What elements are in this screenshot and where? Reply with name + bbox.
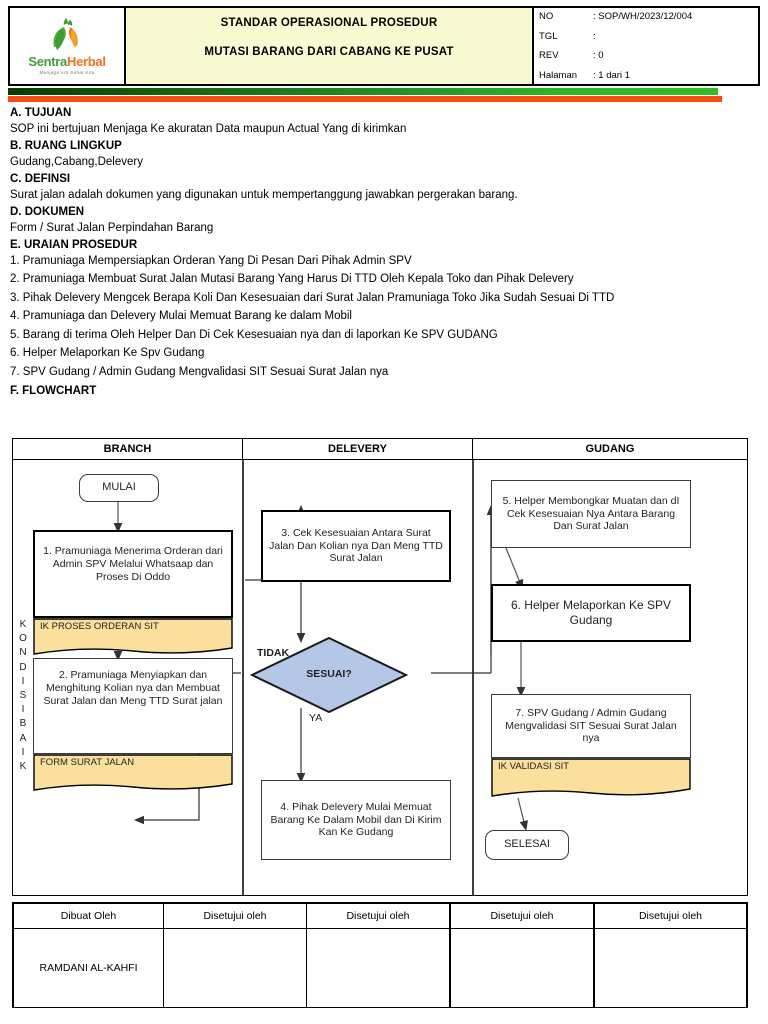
flow-label-ya: YA xyxy=(309,712,323,724)
flow-node-step6[interactable]: 6. Helper Melaporkan Ke SPV Gudang xyxy=(491,584,691,642)
flow-doc-ik-proses-orderan-sit[interactable]: IK PROSES ORDERAN SIT xyxy=(33,618,233,656)
section-heading-b: B. RUANG LINGKUP xyxy=(10,140,122,152)
signature-header-0: Dibuat Oleh xyxy=(12,902,164,929)
logo-tagline: Menjaga Arti Sehat Kita xyxy=(39,69,95,75)
meta-label-no: NO xyxy=(539,11,554,22)
meta-row-no: NO : SOP/WH/2023/12/004 xyxy=(539,12,758,22)
flow-node-step2[interactable]: 2. Pramuniaga Menyiapkan dan Menghitung … xyxy=(33,658,233,754)
meta-row-tgl: TGL : xyxy=(539,30,758,42)
flow-node-decision-shape[interactable] xyxy=(249,636,409,714)
divider-bar-orange xyxy=(8,96,722,102)
flow-node-end[interactable]: SELESAI xyxy=(485,830,569,860)
logo-word-orange: Herbal xyxy=(67,53,106,69)
flowchart-column-branch: BRANCH xyxy=(13,439,243,459)
flow-node-step4[interactable]: 4. Pihak Delevery Mulai Memuat Barang Ke… xyxy=(261,780,451,860)
meta-value-halaman: : 1 dari 1 xyxy=(593,70,630,82)
document-body: A. TUJUAN SOP ini bertujuan Menjaga Ke a… xyxy=(10,107,758,397)
signature-value-4[interactable] xyxy=(593,928,748,1008)
signature-header-4: Disetujui oleh xyxy=(593,902,748,929)
document-shape-icon xyxy=(33,754,233,791)
section-text-d: Form / Surat Jalan Perpindahan Barang xyxy=(10,221,214,234)
procedure-step-2: 2. Pramuniaga Membuat Surat Jalan Mutasi… xyxy=(10,273,574,285)
logo-wordmark: SentraHerbal xyxy=(28,53,106,69)
flow-node-step7[interactable]: 7. SPV Gudang / Admin Gudang Mengvalidas… xyxy=(491,694,691,758)
flow-doc-label-3: IK VALIDASI SIT xyxy=(498,761,570,772)
signature-value-row: RAMDANI AL-KAHFI xyxy=(12,928,748,1008)
meta-value-rev: : 0 xyxy=(593,50,604,62)
signature-header-3: Disetujui oleh xyxy=(449,902,595,929)
meta-row-rev: REV : 0 xyxy=(539,51,758,61)
meta-label-tgl: TGL xyxy=(539,30,558,42)
flow-label-tidak: TIDAK xyxy=(257,647,290,659)
section-heading-e: E. URAIAN PROSEDUR xyxy=(10,239,138,251)
document-title-secondary: MUTASI BARANG DARI CABANG KE PUSAT xyxy=(204,46,454,58)
document-title-cell: STANDAR OPERASIONAL PROSEDUR MUTASI BARA… xyxy=(126,8,534,84)
flowchart: BRANCH DELEVERY GUDANG xyxy=(12,438,748,896)
meta-value-no: : SOP/WH/2023/12/004 xyxy=(593,11,693,22)
meta-value-tgl: : xyxy=(593,30,596,42)
company-logo: SentraHerbal Menjaga Arti Sehat Kita xyxy=(10,8,126,84)
meta-label-rev: REV xyxy=(539,50,559,62)
flowchart-column-headers: BRANCH DELEVERY GUDANG xyxy=(13,439,747,460)
procedure-step-5: 5. Barang di terima Oleh Helper Dan Di C… xyxy=(10,328,498,341)
signature-header-2: Disetujui oleh xyxy=(306,902,451,929)
signature-value-0[interactable]: RAMDANI AL-KAHFI xyxy=(12,928,164,1008)
signature-value-2[interactable] xyxy=(306,928,451,1008)
flow-doc-form-surat-jalan[interactable]: FORM SURAT JALAN xyxy=(33,754,233,792)
flow-node-step1[interactable]: 1. Pramuniaga Menerima Orderan dari Admi… xyxy=(33,530,233,618)
signature-header-row: Dibuat Oleh Disetujui oleh Disetujui ole… xyxy=(12,902,748,929)
flow-node-start[interactable]: MULAI xyxy=(79,474,159,502)
section-heading-d: D. DOKUMEN xyxy=(10,206,85,218)
section-heading-c: C. DEFINSI xyxy=(10,173,71,185)
document-shape-icon xyxy=(33,618,233,655)
signature-value-3[interactable] xyxy=(449,928,595,1008)
procedure-step-7: 7. SPV Gudang / Admin Gudang Mengvalidas… xyxy=(10,365,389,378)
document-meta-cell: NO : SOP/WH/2023/12/004 TGL : REV : 0 Ha… xyxy=(534,8,758,84)
divider-bar-green xyxy=(8,88,718,95)
section-text-c: Surat jalan adalah dokumen yang digunaka… xyxy=(10,188,518,201)
document-shape-icon xyxy=(491,758,691,797)
procedure-step-1: 1. Pramuniaga Mempersiapkan Orderan Yang… xyxy=(10,254,412,267)
procedure-step-3: 3. Pihak Delevery Mengcek Berapa Koli Da… xyxy=(10,291,615,304)
document-title-primary: STANDAR OPERASIONAL PROSEDUR xyxy=(220,17,438,29)
flow-node-step5[interactable]: 5. Helper Membongkar Muatan dan dI Cek K… xyxy=(491,480,691,548)
flowchart-column-gudang: GUDANG xyxy=(585,443,635,455)
flow-node-step3[interactable]: 3. Cek Kesesuaian Antara Surat Jalan Dan… xyxy=(261,510,451,582)
leaf-flame-logo-icon xyxy=(53,17,78,50)
flow-doc-ik-validasi-sit[interactable]: IK VALIDASI SIT xyxy=(491,758,691,798)
flow-doc-label-2: FORM SURAT JALAN xyxy=(40,757,135,768)
section-text-a: SOP ini bertujuan Menjaga Ke akuratan Da… xyxy=(10,122,407,135)
section-heading-f: F. FLOWCHART xyxy=(10,385,97,397)
flowchart-column-delevery: DELEVERY xyxy=(243,439,473,459)
procedure-step-4: 4. Pramuniaga dan Delevery Mulai Memuat … xyxy=(10,310,352,322)
section-text-b: Gudang,Cabang,Delevery xyxy=(10,155,143,168)
flow-node-decision-label: SESUAI? xyxy=(306,668,352,680)
logo-word-green: Sentra xyxy=(28,53,67,69)
flow-doc-label-1: IK PROSES ORDERAN SIT xyxy=(40,621,159,632)
meta-row-halaman: Halaman : 1 dari 1 xyxy=(539,71,758,81)
signature-value-1[interactable] xyxy=(163,928,307,1008)
procedure-step-6: 6. Helper Melaporkan Ke Spv Gudang xyxy=(10,347,205,359)
meta-label-halaman: Halaman xyxy=(539,70,578,82)
section-heading-a: A. TUJUAN xyxy=(10,107,72,119)
signature-header-1: Disetujui oleh xyxy=(163,902,307,929)
document-header: SentraHerbal Menjaga Arti Sehat Kita STA… xyxy=(8,6,760,86)
signature-table: Dibuat Oleh Disetujui oleh Disetujui ole… xyxy=(12,902,748,1008)
